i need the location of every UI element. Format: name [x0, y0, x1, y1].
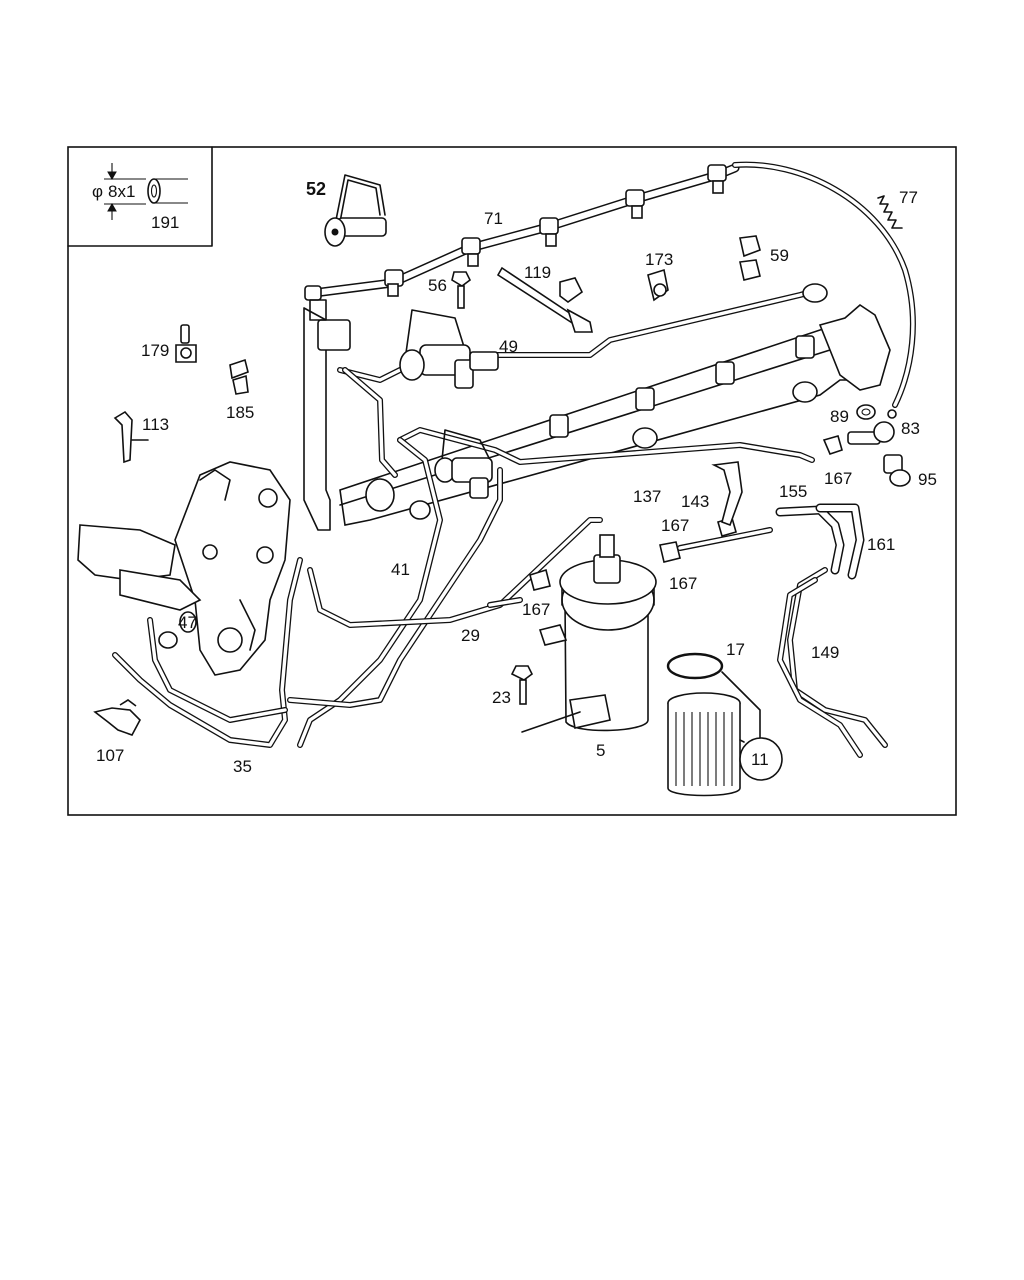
label-23: 23 [492, 688, 511, 707]
label-56: 56 [428, 276, 447, 295]
bracket-143 [711, 461, 743, 527]
strap-119 [496, 266, 593, 333]
clamp-173 [647, 268, 669, 302]
line-149 [777, 567, 888, 758]
label-83: 83 [901, 419, 920, 438]
label-167-low: 167 [669, 574, 697, 593]
label-137: 137 [633, 487, 661, 506]
label-167-mid: 167 [661, 516, 689, 535]
fuel-lines-41-29 [287, 437, 603, 748]
bolt-23 [510, 665, 581, 733]
label-167-filter: 167 [522, 600, 550, 619]
label-113: 113 [142, 415, 169, 434]
legend-diameter-symbol: φ [92, 182, 103, 201]
label-5: 5 [596, 741, 605, 760]
fuel-line-35 [112, 557, 303, 748]
seal-89 [856, 404, 876, 420]
injector-line-upper [337, 283, 828, 383]
label-17: 17 [726, 640, 745, 659]
valve-49 [399, 309, 499, 389]
line-137 [677, 527, 773, 551]
clip-59 [739, 235, 761, 281]
label-77: 77 [899, 188, 918, 207]
label-49: 49 [499, 337, 518, 356]
label-71: 71 [484, 209, 503, 228]
label-95: 95 [918, 470, 937, 489]
hose-155-161 [775, 503, 865, 580]
label-167-right: 167 [824, 469, 852, 488]
clip-167-filter [529, 568, 551, 591]
label-89: 89 [830, 407, 849, 426]
label-29: 29 [461, 626, 480, 645]
bolt-56 [451, 271, 472, 309]
clip-167-low [659, 541, 681, 563]
clip-185 [229, 358, 249, 395]
bleed-valve-52 [324, 174, 387, 247]
label-35: 35 [233, 757, 252, 776]
label-107: 107 [96, 746, 124, 765]
injector-line-lower [342, 367, 815, 478]
fitting-95 [883, 454, 911, 487]
legend-dimension: 8x1 [108, 182, 135, 201]
label-41: 41 [391, 560, 410, 579]
diagram-frame [67, 146, 957, 816]
callout-11 [721, 671, 783, 781]
label-59: 59 [770, 246, 789, 265]
label-155: 155 [779, 482, 807, 501]
label-47: 47 [178, 613, 197, 632]
label-149: 149 [811, 643, 839, 662]
label-11: 11 [751, 750, 769, 769]
label-185: 185 [226, 403, 254, 422]
pressure-regulator [434, 429, 493, 499]
return-line-top [732, 161, 916, 408]
o-ring-17 [666, 652, 724, 680]
fuel-filter-housing [538, 534, 657, 732]
label-161: 161 [867, 535, 895, 554]
high-pressure-pump [77, 461, 291, 676]
injector-and-bracket [303, 299, 351, 531]
clip-107 [93, 699, 141, 736]
filter-element-11 [667, 692, 741, 797]
clamp-179 [175, 324, 197, 363]
label-52: 52 [306, 179, 326, 199]
label-143: 143 [681, 492, 709, 511]
label-119: 119 [524, 263, 551, 282]
label-179: 179 [141, 341, 169, 360]
banjo-fitting-83 [847, 409, 897, 445]
leak-off-line [304, 163, 740, 301]
spring-77 [877, 195, 903, 229]
seal-ring [158, 631, 178, 649]
bracket-113 [113, 410, 149, 464]
clip-167-right [822, 435, 843, 455]
legend-part-number: 191 [151, 213, 179, 232]
label-173: 173 [645, 250, 673, 269]
legend-box: φ 8x1 191 [67, 146, 213, 247]
